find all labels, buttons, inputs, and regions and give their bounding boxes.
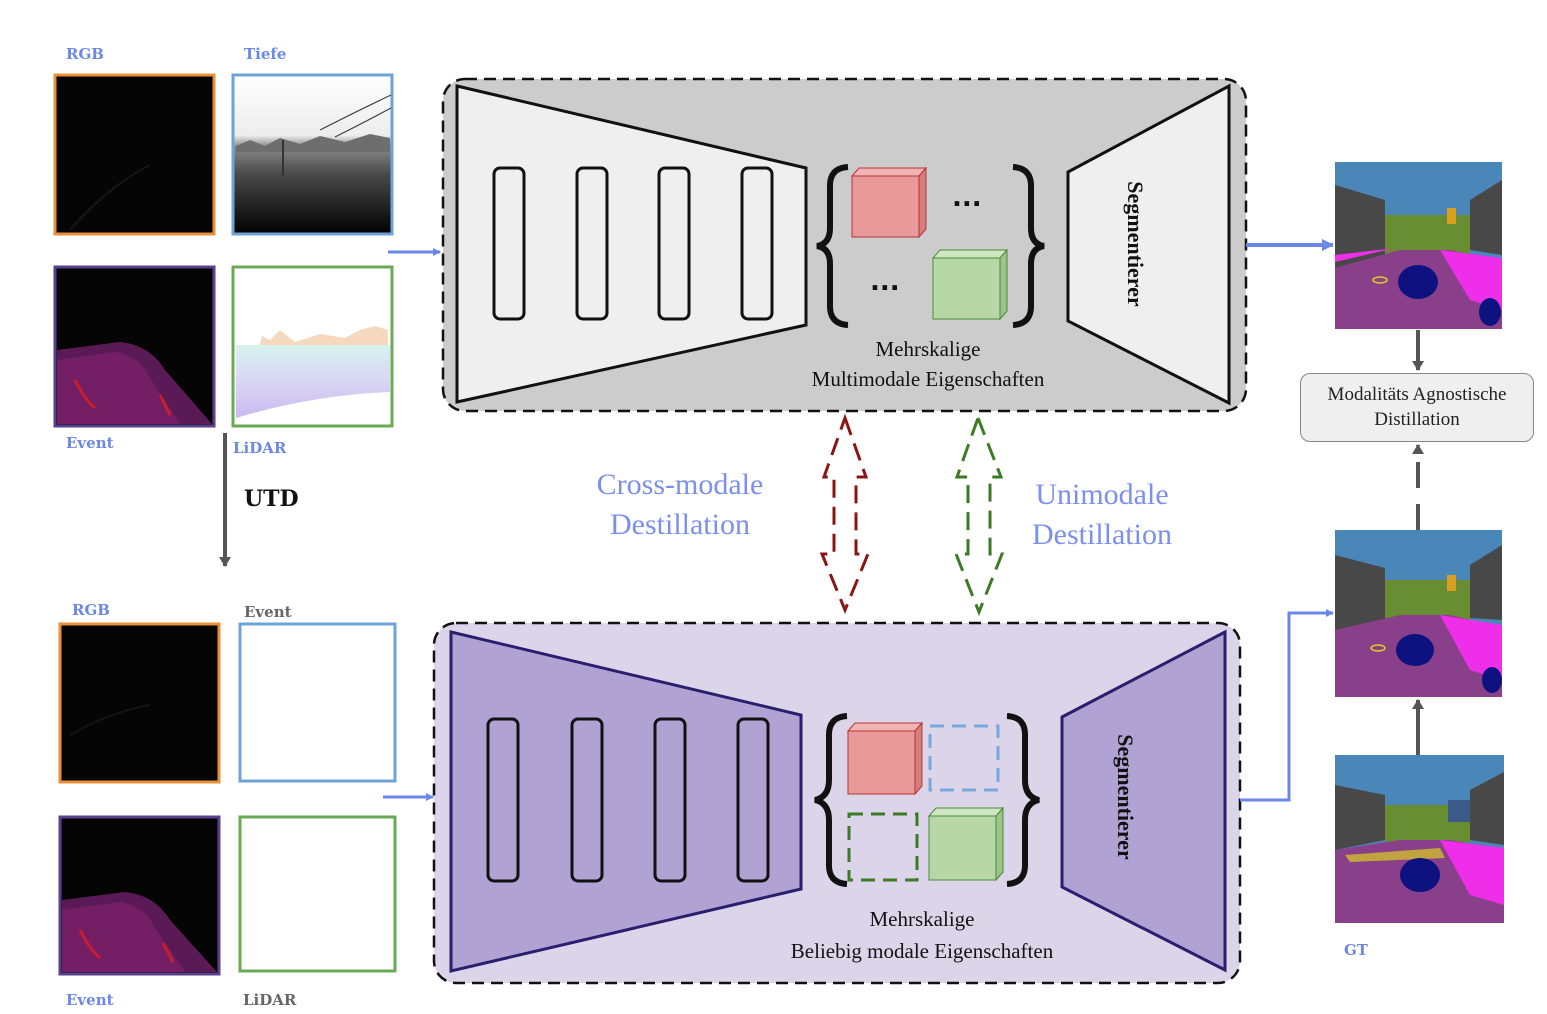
student-encoder-stage-4 bbox=[736, 717, 770, 883]
modality-agnostic-distillation-box: Modalitäts Agnostische Distillation bbox=[1300, 373, 1534, 442]
teacher-feature-dots-top: ... bbox=[952, 183, 982, 213]
teacher-rgb-image bbox=[53, 73, 216, 236]
teacher-encoder-stage-4 bbox=[740, 166, 774, 321]
teacher-features-line2: Multimodale Eigenschaften bbox=[812, 367, 1045, 391]
teacher-feature-dots-bottom: ... bbox=[870, 267, 900, 297]
student-red-cube bbox=[846, 721, 924, 796]
teacher-left-brace bbox=[816, 164, 849, 328]
label-student-rgb: RGB bbox=[72, 601, 110, 619]
student-event-image bbox=[58, 815, 221, 976]
label-teacher-event: Event bbox=[66, 434, 114, 452]
cross-modal-distillation-arrow bbox=[819, 413, 871, 614]
label-teacher-depth: Tiefe bbox=[244, 45, 286, 63]
student-encoder bbox=[449, 630, 803, 973]
student-missing-depth-feature bbox=[928, 724, 1000, 792]
unimodal-distillation-arrow bbox=[953, 413, 1005, 617]
student-encoder-stage-1 bbox=[486, 717, 520, 883]
student-empty-top-image bbox=[238, 622, 397, 783]
student-empty-bottom-image bbox=[238, 815, 397, 973]
mad-line2: Distillation bbox=[1374, 408, 1460, 430]
teacher-depth-image bbox=[231, 73, 394, 236]
student-missing-lidar-feature bbox=[847, 812, 919, 882]
utd-label: UTD bbox=[244, 486, 299, 512]
cross-modal-label-line1: Cross-modale bbox=[597, 468, 764, 501]
teacher-encoder-stage-2 bbox=[575, 166, 609, 321]
student-segmenter bbox=[1060, 629, 1227, 973]
teacher-encoder bbox=[455, 84, 808, 404]
label-ground-truth: GT bbox=[1344, 941, 1369, 959]
student-features-line1: Mehrskalige bbox=[870, 907, 975, 931]
student-green-cube bbox=[927, 806, 1005, 882]
student-encoder-stage-3 bbox=[653, 717, 687, 883]
teacher-network: ... ... Mehrskalige Multimodale Eigensch… bbox=[441, 77, 1248, 413]
unimodal-label-line2: Destillation bbox=[1032, 518, 1172, 551]
cross-modal-label-line2: Destillation bbox=[610, 508, 750, 541]
student-rgb-image bbox=[58, 622, 221, 784]
teacher-encoder-stage-1 bbox=[492, 166, 526, 321]
student-right-brace bbox=[1006, 713, 1040, 887]
label-teacher-lidar: LiDAR bbox=[233, 439, 287, 457]
student-features-line2: Beliebig modale Eigenschaften bbox=[791, 939, 1054, 963]
label-student-event: Event bbox=[66, 991, 114, 1009]
ground-truth-map bbox=[1335, 755, 1504, 923]
student-output-arrow bbox=[1240, 609, 1334, 802]
teacher-features-line1: Mehrskalige bbox=[876, 337, 981, 361]
teacher-segmenter-label: Segmentierer bbox=[1123, 181, 1148, 307]
teacher-red-cube bbox=[850, 166, 928, 239]
teacher-event-image bbox=[53, 265, 216, 428]
label-student-lidar: LiDAR bbox=[243, 991, 297, 1009]
teacher-right-brace bbox=[1012, 164, 1045, 328]
student-network: Mehrskalige Beliebig modale Eigenschafte… bbox=[432, 621, 1242, 985]
unimodal-label-line1: Unimodale bbox=[1035, 478, 1168, 511]
teacher-segmenter bbox=[1066, 83, 1231, 406]
student-segmenter-label: Segmentierer bbox=[1113, 734, 1138, 860]
teacher-encoder-stage-3 bbox=[657, 166, 691, 321]
teacher-green-cube bbox=[931, 248, 1009, 321]
teacher-lidar-image bbox=[231, 265, 394, 428]
label-teacher-rgb: RGB bbox=[66, 45, 104, 63]
teacher-prediction-map bbox=[1335, 162, 1502, 329]
student-prediction-map bbox=[1335, 530, 1502, 697]
label-student-event-top: Event bbox=[244, 603, 292, 621]
mad-line1: Modalitäts Agnostische bbox=[1327, 383, 1507, 405]
student-encoder-stage-2 bbox=[570, 717, 604, 883]
student-left-brace bbox=[814, 713, 848, 887]
